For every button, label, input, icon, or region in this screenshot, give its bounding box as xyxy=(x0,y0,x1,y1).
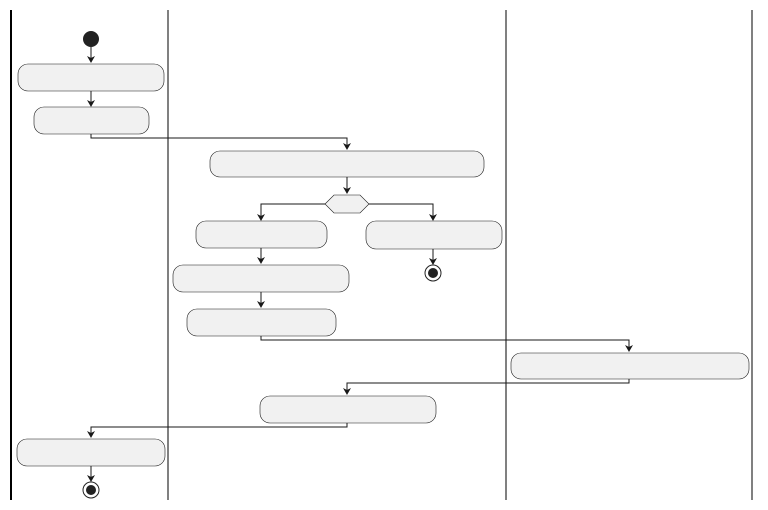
arrow-head xyxy=(257,214,265,221)
action-node xyxy=(510,352,750,380)
arrow-head xyxy=(87,100,95,107)
final-end-node xyxy=(82,481,100,499)
arrow-head xyxy=(429,258,437,265)
flow-action-8-to-action-9 xyxy=(90,423,348,433)
end-node xyxy=(424,264,442,282)
action-node xyxy=(195,220,328,249)
decision-node xyxy=(324,194,370,214)
arrow-head xyxy=(87,431,95,438)
arrow-head xyxy=(343,388,351,395)
action-node xyxy=(172,264,350,293)
flow-action-2-to-action-3 xyxy=(90,134,348,145)
arrow-head xyxy=(343,143,351,150)
flow-decision-right-branch xyxy=(369,203,434,216)
flow-decision-left-branch xyxy=(260,203,325,216)
arrow-head xyxy=(625,345,633,352)
flow-action-7-to-action-8 xyxy=(346,379,630,390)
action-node xyxy=(16,438,166,467)
action-node xyxy=(365,220,503,250)
flow-connectors xyxy=(87,47,633,482)
action-node xyxy=(186,308,337,337)
action-node xyxy=(33,106,150,135)
arrow-head xyxy=(87,56,95,63)
arrow-head xyxy=(257,257,265,264)
arrow-head xyxy=(257,301,265,308)
flow-action-6-to-action-7 xyxy=(260,336,630,347)
action-node xyxy=(259,395,437,424)
action-node xyxy=(209,150,485,178)
action-node xyxy=(17,63,165,92)
arrow-head xyxy=(87,475,95,482)
start-node xyxy=(83,31,99,47)
arrow-head xyxy=(343,187,351,194)
arrow-head xyxy=(429,214,437,221)
